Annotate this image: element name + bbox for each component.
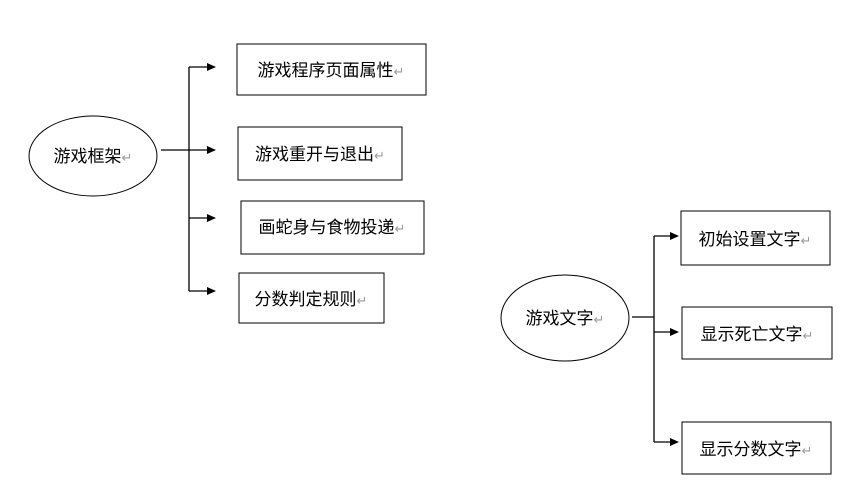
root-node-label: 游戏文字 bbox=[526, 309, 594, 329]
arrowhead bbox=[670, 232, 679, 240]
node-box bbox=[681, 306, 833, 360]
framework-connectors bbox=[161, 63, 216, 295]
node-initial-text: 初始设置文字↵ bbox=[680, 210, 831, 266]
node-label: 显示分数文字 bbox=[700, 440, 802, 460]
node-box bbox=[681, 421, 832, 475]
node-restart-exit: 游戏重开与退出↵ bbox=[237, 126, 403, 181]
node-label: 分数判定规则 bbox=[255, 290, 357, 310]
root-node-game-framework: 游戏框架↵ bbox=[28, 115, 158, 197]
arrowhead bbox=[207, 214, 216, 222]
root-node-game-text: 游戏文字↵ bbox=[500, 274, 630, 362]
paragraph-mark: ↵ bbox=[122, 151, 133, 166]
node-label: 显示死亡文字 bbox=[701, 325, 803, 345]
arrowhead bbox=[207, 146, 216, 154]
arrowhead bbox=[207, 63, 216, 71]
node-death-text: 显示死亡文字↵ bbox=[681, 306, 833, 360]
node-text: 初始设置文字↵ bbox=[699, 230, 812, 250]
paragraph-mark: ↵ bbox=[357, 294, 368, 309]
node-box bbox=[236, 43, 427, 96]
node-box bbox=[237, 126, 403, 181]
root-node-label: 游戏框架 bbox=[54, 147, 122, 167]
node-box bbox=[238, 272, 385, 324]
node-text: 分数判定规则↵ bbox=[255, 290, 368, 310]
node-box bbox=[680, 210, 831, 266]
node-label: 游戏重开与退出 bbox=[255, 145, 374, 165]
root-node-text: 游戏框架↵ bbox=[54, 147, 133, 167]
node-score-rules: 分数判定规则↵ bbox=[238, 272, 385, 324]
node-text: 显示分数文字↵ bbox=[700, 440, 813, 460]
paragraph-mark: ↵ bbox=[394, 65, 405, 80]
paragraph-mark: ↵ bbox=[803, 329, 814, 344]
paragraph-mark: ↵ bbox=[801, 234, 812, 249]
node-label: 游戏程序页面属性 bbox=[258, 61, 394, 81]
text-connectors bbox=[632, 232, 679, 446]
node-text: 游戏程序页面属性↵ bbox=[258, 61, 405, 81]
paragraph-mark: ↵ bbox=[374, 149, 385, 164]
arrowhead bbox=[670, 438, 679, 446]
paragraph-mark: ↵ bbox=[395, 222, 406, 237]
node-label: 初始设置文字 bbox=[699, 230, 801, 250]
node-page-properties: 游戏程序页面属性↵ bbox=[236, 43, 427, 96]
node-text: 游戏重开与退出↵ bbox=[255, 145, 385, 165]
node-label: 画蛇身与食物投递 bbox=[259, 218, 395, 238]
node-box bbox=[240, 200, 425, 255]
root-ellipse bbox=[28, 115, 158, 197]
paragraph-mark: ↵ bbox=[802, 444, 813, 459]
node-text: 画蛇身与食物投递↵ bbox=[259, 218, 406, 238]
arrowhead bbox=[670, 328, 679, 336]
node-text: 显示死亡文字↵ bbox=[701, 325, 814, 345]
framework-group: 游戏框架↵ 游戏程序页面属性↵ 游戏重开与退出↵ 画蛇身与食物投递↵ 分数判定规 bbox=[28, 43, 427, 324]
arrowhead bbox=[207, 287, 216, 295]
root-ellipse bbox=[500, 274, 630, 362]
paragraph-mark: ↵ bbox=[594, 313, 605, 328]
text-group: 游戏文字↵ 初始设置文字↵ 显示死亡文字↵ 显示分数文字↵ bbox=[500, 210, 833, 475]
root-node-text: 游戏文字↵ bbox=[526, 309, 605, 329]
node-draw-snake-food: 画蛇身与食物投递↵ bbox=[240, 200, 425, 255]
node-score-text: 显示分数文字↵ bbox=[681, 421, 832, 475]
